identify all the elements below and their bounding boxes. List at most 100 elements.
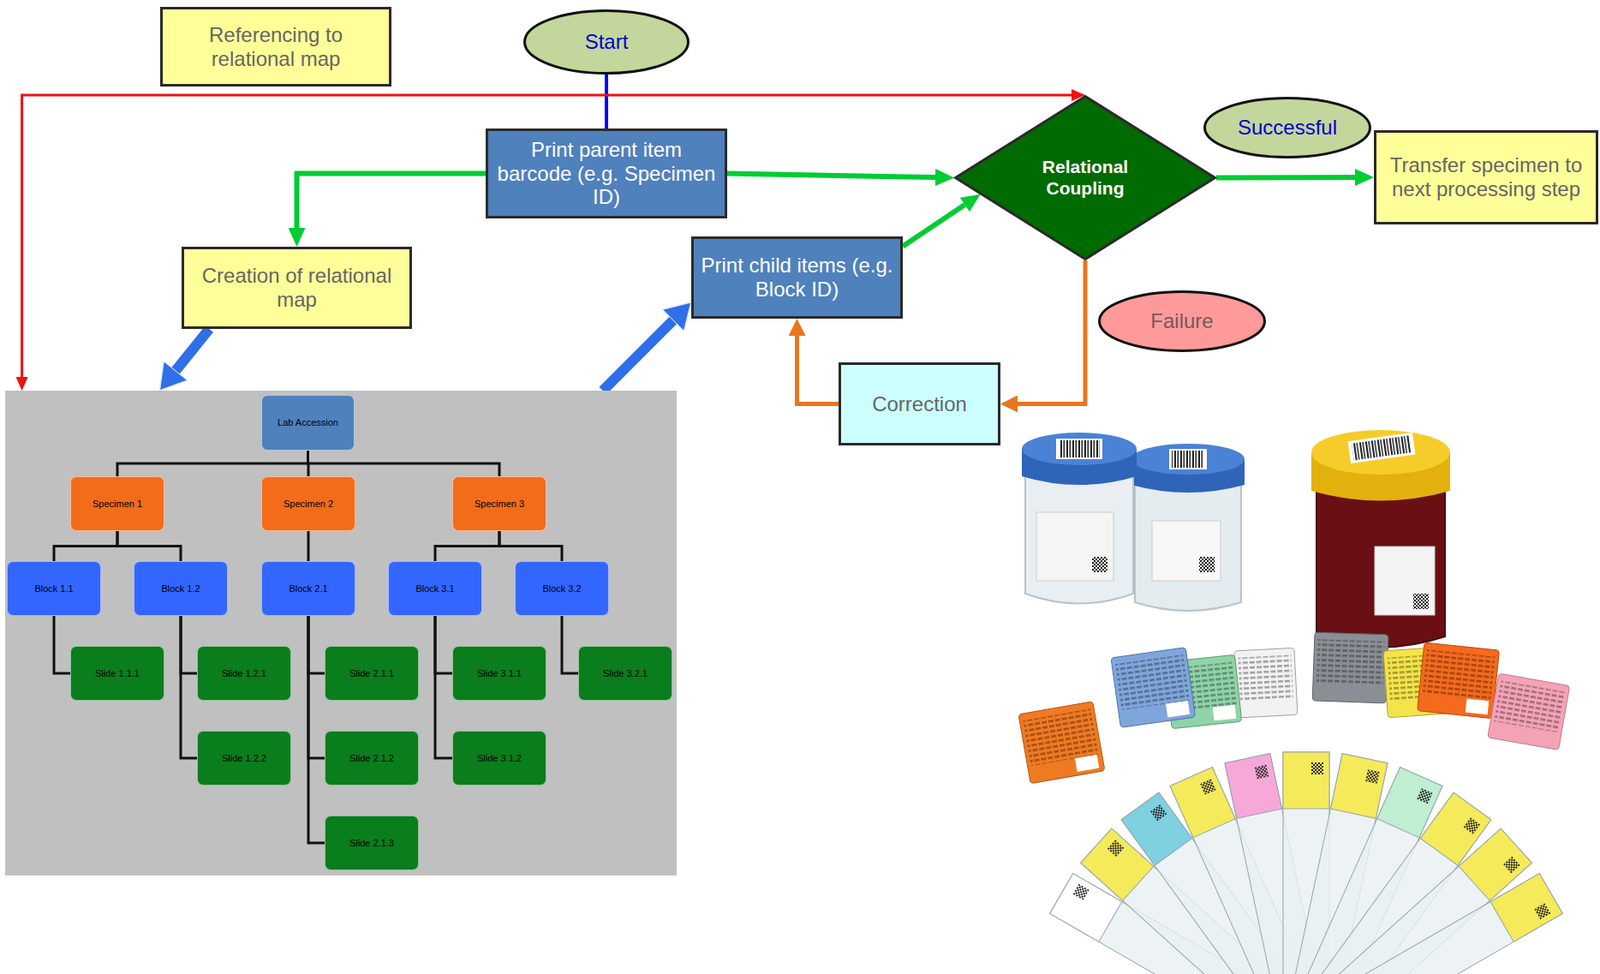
- cassette-label: [1212, 704, 1237, 722]
- cassette: [1312, 632, 1389, 704]
- text-wrap: Slide 2.1.3: [328, 837, 415, 849]
- node-text: Slide 2.1.1: [349, 668, 395, 680]
- tree-line: [180, 615, 198, 759]
- node-text: Specimen 3: [474, 498, 525, 510]
- text-wrap: Slide 1.1.1: [74, 668, 161, 680]
- block-box: Block 3.2: [514, 561, 609, 616]
- container-code: [1092, 556, 1108, 573]
- block-box: Block 2.1: [261, 561, 356, 616]
- container-label: [1036, 512, 1114, 581]
- slide-box: Slide 1.1.1: [70, 645, 165, 701]
- node-text: Successful: [1237, 115, 1338, 140]
- reference-arrow: [22, 95, 1072, 377]
- slide-code: [1534, 902, 1551, 920]
- node-text: Slide 1.2.2: [221, 752, 267, 765]
- specimen-box: Specimen 2: [261, 476, 356, 532]
- glass-slide: [1295, 873, 1564, 974]
- slide-code: [1503, 856, 1521, 874]
- container-lid: [1311, 429, 1451, 475]
- text-wrap: Block 3.1: [392, 583, 478, 595]
- diamond-outline: [955, 96, 1216, 260]
- slide-label: [1330, 753, 1388, 819]
- tree-line: [308, 615, 325, 759]
- flow-arrow: [1216, 174, 1356, 180]
- slide-box: Slide 2.1.3: [324, 815, 419, 871]
- lid-label: [1056, 438, 1103, 460]
- failure-arrow: [797, 335, 840, 405]
- block-box: Block 1.2: [133, 561, 228, 616]
- lid-barcode: [1351, 435, 1412, 460]
- cassette: [1018, 701, 1105, 784]
- slide-box: Slide 1.2.2: [197, 730, 292, 786]
- cassette-slots: [1316, 638, 1386, 687]
- node-text: Transfer specimen to next processing ste…: [1383, 153, 1589, 201]
- cassette: [1234, 647, 1298, 718]
- tree-line: [53, 615, 71, 674]
- text-wrap: Block 1.2: [137, 583, 224, 595]
- tree-line: [308, 615, 325, 674]
- container-label: [1374, 546, 1435, 615]
- slide-code: [1073, 883, 1090, 901]
- slide-code: [1107, 839, 1125, 857]
- text-wrap: Slide 2.1.1: [328, 668, 415, 680]
- failure-arrow: [1017, 260, 1086, 405]
- tree-line: [561, 615, 579, 674]
- node-text: Start: [585, 29, 629, 54]
- cassette-label: [1165, 700, 1190, 717]
- container-lid: [1021, 432, 1137, 466]
- slide-box: Slide 2.1.2: [324, 730, 419, 786]
- container-lid: [1131, 443, 1245, 475]
- ellipse-outline: [1205, 98, 1371, 158]
- text-wrap: Print child items (e.g. Block ID): [700, 253, 894, 301]
- node-text: Creation of relational map: [191, 263, 403, 311]
- cassette-slots: [1493, 680, 1565, 733]
- tree-connector-layer: [5, 390, 677, 876]
- node-text: Block 1.2: [161, 583, 200, 595]
- slide-box: Slide 3.1.2: [452, 730, 547, 786]
- node-text: Lab Accession: [277, 417, 339, 429]
- node-text: Slide 2.1.2: [349, 752, 395, 765]
- lid-barcode: [1058, 440, 1100, 458]
- slide-code: [1200, 778, 1216, 795]
- slide-code: [1254, 764, 1270, 780]
- text-wrap: Block 3.2: [519, 583, 605, 595]
- container-label: [1152, 520, 1221, 581]
- text-wrap: Slide 3.2.1: [582, 668, 669, 680]
- container-code: [1199, 556, 1215, 573]
- text-wrap: Slide 1.2.1: [201, 668, 287, 680]
- note-box: Creation of relational map: [181, 246, 412, 329]
- cassette-slots: [1115, 654, 1190, 711]
- container-body: [1134, 477, 1242, 611]
- slide-label: [1224, 753, 1283, 819]
- text-wrap: Slide 3.1.1: [456, 668, 543, 680]
- text-wrap: Specimen 1: [74, 498, 161, 510]
- flow-line: [604, 74, 609, 129]
- tree-line: [308, 450, 501, 477]
- map-arrow: [602, 320, 674, 391]
- slide-box: Slide 1.2.1: [197, 645, 292, 701]
- status-ellipse: Successful: [1203, 96, 1372, 159]
- node-text: Referencing to relational map: [169, 23, 383, 71]
- lid-label: [1169, 448, 1207, 470]
- text-wrap: Block 1.1: [11, 583, 97, 595]
- slide-label: [1283, 752, 1330, 809]
- cassette: [1417, 642, 1500, 719]
- lid-barcode: [1171, 450, 1205, 468]
- specimen-box: Specimen 1: [70, 476, 165, 532]
- node-text: Relational Coupling: [1003, 156, 1167, 198]
- node-text: Slide 2.1.3: [349, 837, 395, 849]
- flow-arrow: [902, 204, 965, 246]
- terminal-ellipse: Start: [523, 9, 690, 75]
- text-wrap: Relational Coupling: [1003, 156, 1167, 198]
- text-wrap: Block 2.1: [265, 583, 352, 595]
- flow-arrow: [727, 173, 936, 178]
- slide-code: [1416, 788, 1433, 804]
- slide-label: [1490, 873, 1563, 943]
- text-wrap: Referencing to relational map: [169, 23, 383, 71]
- tree-line: [53, 531, 118, 562]
- text-wrap: Creation of relational map: [191, 263, 403, 311]
- block-box: Block 3.1: [388, 561, 483, 616]
- node-text: Slide 1.1.1: [95, 668, 140, 680]
